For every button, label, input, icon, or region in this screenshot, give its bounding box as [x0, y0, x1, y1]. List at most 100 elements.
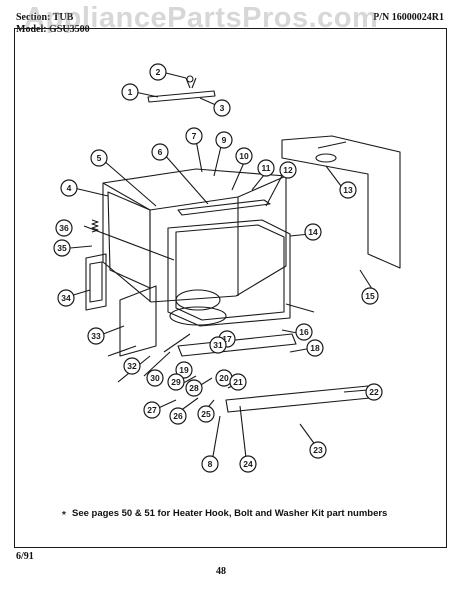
callout-circle: [304, 223, 322, 241]
callout-23: 23: [309, 441, 327, 459]
callout-circle: [235, 147, 253, 165]
footer-date: 6/91: [16, 551, 34, 562]
spring-part: [91, 219, 99, 233]
callout-5: 5: [90, 149, 108, 167]
callout-circle: [257, 159, 275, 177]
part-number: P/N 16000024R1: [373, 12, 444, 23]
callout-number: 32: [127, 361, 137, 371]
callout-number: 23: [313, 445, 323, 455]
callout-circle: [209, 336, 227, 354]
callout-1: 1: [121, 83, 139, 101]
callout-35: 35: [53, 239, 71, 257]
callout-number: 27: [147, 405, 157, 415]
callout-circle: [361, 287, 379, 305]
callout-circle: [197, 405, 215, 423]
section-label: Section: TUB: [16, 12, 74, 23]
callout-circle: [123, 357, 141, 375]
callout-circle: [55, 219, 73, 237]
bracket-part: [119, 285, 157, 357]
heater-hook-part: [85, 253, 107, 311]
callout-32: 32: [123, 357, 141, 375]
callout-9: 9: [215, 131, 233, 149]
callout-circle: [146, 369, 164, 387]
callout-4: 4: [60, 179, 78, 197]
spray-arm-part: [147, 90, 216, 103]
callout-number: 15: [365, 291, 375, 301]
callout-number: 22: [369, 387, 379, 397]
callout-circle: [295, 323, 313, 341]
callout-number: 30: [150, 373, 160, 383]
callout-number: 34: [61, 293, 71, 303]
callout-circle: [339, 181, 357, 199]
callout-15: 15: [361, 287, 379, 305]
callout-circle: [57, 289, 75, 307]
callout-circle: [365, 383, 383, 401]
footnote-star: *: [62, 510, 66, 521]
callout-30: 30: [146, 369, 164, 387]
bottom-rail-part: [177, 333, 297, 357]
callout-circle: [143, 401, 161, 419]
callout-27: 27: [143, 401, 161, 419]
tub-frame-part: [167, 219, 291, 327]
callout-number: 35: [57, 243, 67, 253]
pump-part: [175, 289, 221, 311]
footnote-text: See pages 50 & 51 for Heater Hook, Bolt …: [72, 508, 388, 519]
callout-circle: [185, 379, 203, 397]
callout-10: 10: [235, 147, 253, 165]
callout-3: 3: [213, 99, 231, 117]
callout-29: 29: [167, 373, 185, 391]
callout-circle: [121, 83, 139, 101]
callout-circle: [279, 161, 297, 179]
callout-number: 12: [283, 165, 293, 175]
callout-circle: [229, 373, 247, 391]
callout-circle: [151, 143, 169, 161]
callout-circle: [309, 441, 327, 459]
callout-number: 19: [179, 365, 189, 375]
callout-circle: [201, 455, 219, 473]
callout-number: 18: [310, 343, 320, 353]
callout-33: 33: [87, 327, 105, 345]
callout-circle: [213, 99, 231, 117]
diagram-frame: [14, 28, 447, 548]
callout-6: 6: [151, 143, 169, 161]
callout-number: 17: [222, 334, 232, 344]
callout-circle: [169, 407, 187, 425]
callout-number: 16: [299, 327, 309, 337]
tub-part: [102, 168, 287, 303]
callout-20: 20: [215, 369, 233, 387]
callout-circle: [239, 455, 257, 473]
callout-number: 8: [208, 459, 213, 469]
callout-circle: [167, 373, 185, 391]
callout-7: 7: [185, 127, 203, 145]
callout-2: 2: [149, 63, 167, 81]
callout-number: 10: [239, 151, 249, 161]
callout-number: 13: [343, 185, 353, 195]
callout-31: 31: [209, 336, 227, 354]
callout-16: 16: [295, 323, 313, 341]
callout-number: 7: [192, 131, 197, 141]
callout-21: 21: [229, 373, 247, 391]
callout-36: 36: [55, 219, 73, 237]
callout-number: 1: [128, 87, 133, 97]
callout-circle: [60, 179, 78, 197]
top-rail-part: [177, 199, 271, 216]
callout-number: 6: [158, 147, 163, 157]
callout-26: 26: [169, 407, 187, 425]
callout-number: 25: [201, 409, 211, 419]
callout-12: 12: [279, 161, 297, 179]
callout-circle: [185, 127, 203, 145]
callout-22: 22: [365, 383, 383, 401]
callout-14: 14: [304, 223, 322, 241]
callout-18: 18: [306, 339, 324, 357]
callout-number: 20: [219, 373, 229, 383]
callout-number: 14: [308, 227, 318, 237]
callout-number: 21: [233, 377, 243, 387]
callout-number: 31: [213, 340, 223, 350]
callout-number: 33: [91, 331, 101, 341]
callout-circle: [90, 149, 108, 167]
callout-number: 9: [222, 135, 227, 145]
callout-25: 25: [197, 405, 215, 423]
